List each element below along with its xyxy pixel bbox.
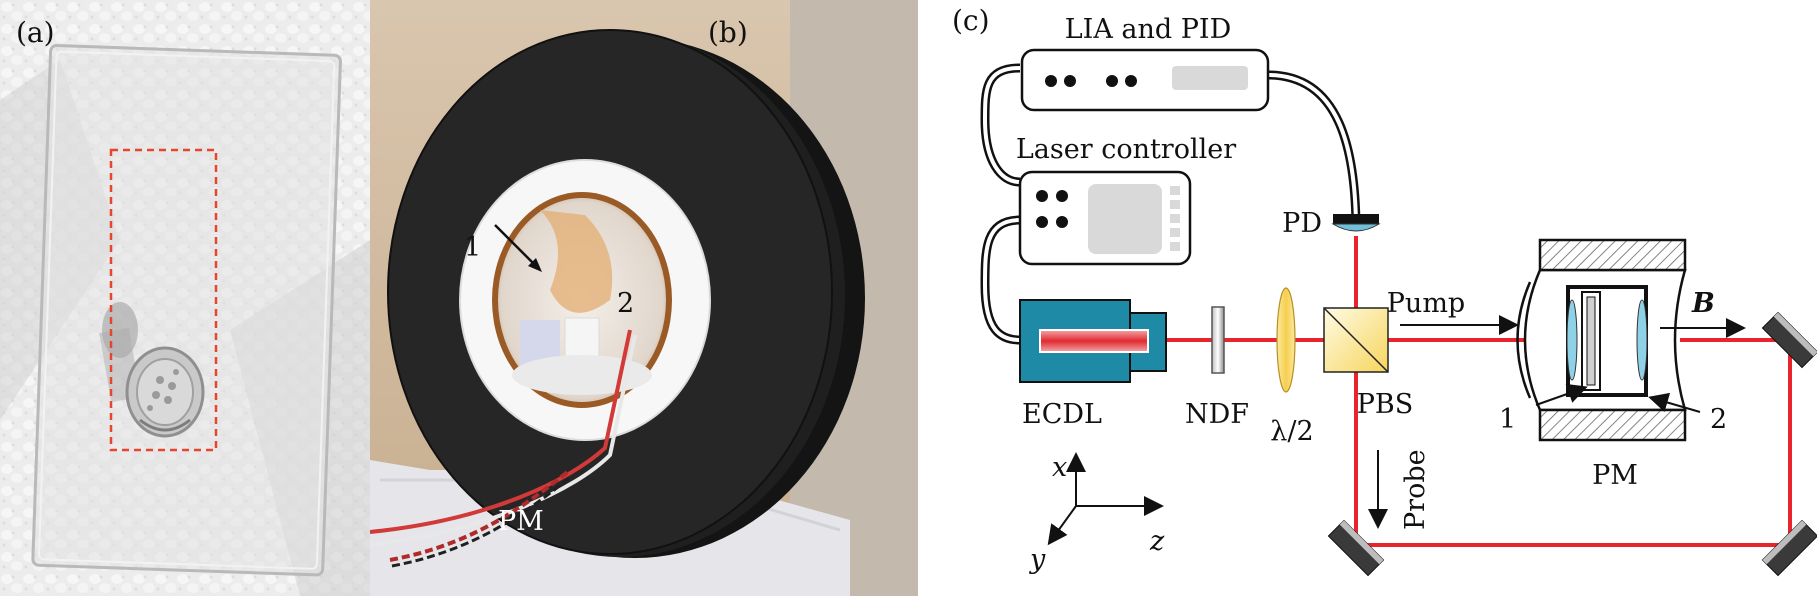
lia-pid-label: LIA and PID xyxy=(1065,14,1232,45)
laser-controller-label: Laser controller xyxy=(1016,134,1236,165)
panel-c-label: (c) xyxy=(952,4,990,37)
wire-red xyxy=(369,329,632,534)
mirror-top-right xyxy=(1761,311,1817,369)
marker-2-label: 2 xyxy=(1710,404,1727,435)
wire-white xyxy=(369,334,637,547)
cable-controller-to-ecdl xyxy=(980,215,1021,345)
half-wave-label: λ/2 xyxy=(1270,416,1313,447)
ndf-filter xyxy=(1211,306,1225,374)
pd-label: PD xyxy=(1282,208,1322,239)
ecdl-laser xyxy=(1019,299,1167,383)
y-axis-label: y xyxy=(1029,544,1046,575)
z-axis-label: z xyxy=(1149,526,1165,557)
glass-slide xyxy=(31,44,342,577)
panel-a: (a) xyxy=(0,0,370,596)
panel-a-label: (a) xyxy=(16,16,55,49)
pm-label: PM xyxy=(498,506,544,537)
pump-label: Pump xyxy=(1387,288,1465,319)
pbs-label: PBS xyxy=(1357,389,1414,420)
polarizing-beam-splitter xyxy=(1323,307,1389,373)
setup-schematic: (c) LIA and PID Laser controller xyxy=(952,4,1817,577)
permanent-magnet-assembly xyxy=(1516,238,1687,442)
annotation-label-2: 2 xyxy=(617,288,634,319)
probe-label: Probe xyxy=(1400,449,1431,530)
cable-lia-to-pd xyxy=(1267,70,1361,226)
laser-controller-box xyxy=(1018,170,1192,266)
annotation-arrow-1 xyxy=(494,224,539,269)
panel-b: 1 2 PM (b) xyxy=(369,0,918,596)
half-wave-plate xyxy=(1276,287,1296,393)
marker-1-label: 1 xyxy=(1499,404,1516,435)
y-axis-arrow xyxy=(1047,505,1077,546)
panel-b-photo: 1 2 PM (b) xyxy=(369,0,918,596)
cable-lia-to-controller xyxy=(980,63,1021,187)
panel-a-photo: (a) xyxy=(0,0,370,596)
panel-b-label: (b) xyxy=(708,16,748,49)
lia-pid-box xyxy=(1020,48,1270,112)
marker-1-arrow xyxy=(1535,383,1588,406)
marker-2-arrow xyxy=(1648,392,1701,413)
mirror-bottom-right xyxy=(1761,519,1817,577)
pm-schematic-label: PM xyxy=(1592,460,1638,491)
ecdl-label: ECDL xyxy=(1022,399,1102,430)
x-axis-label: x xyxy=(1052,452,1067,483)
annotation-label-1: 1 xyxy=(464,232,481,263)
ndf-label: NDF xyxy=(1185,399,1249,430)
coordinate-axes: x z y xyxy=(1029,452,1165,575)
laser-beam-path xyxy=(1165,236,1792,547)
mirror-bottom-left xyxy=(1327,519,1385,577)
panel-c: (c) LIA and PID Laser controller xyxy=(918,0,1817,596)
b-field-label: B xyxy=(1691,288,1715,319)
photodetector xyxy=(1331,214,1381,232)
vapor-cell xyxy=(125,346,205,438)
region-marker-dashed-box xyxy=(109,148,218,452)
